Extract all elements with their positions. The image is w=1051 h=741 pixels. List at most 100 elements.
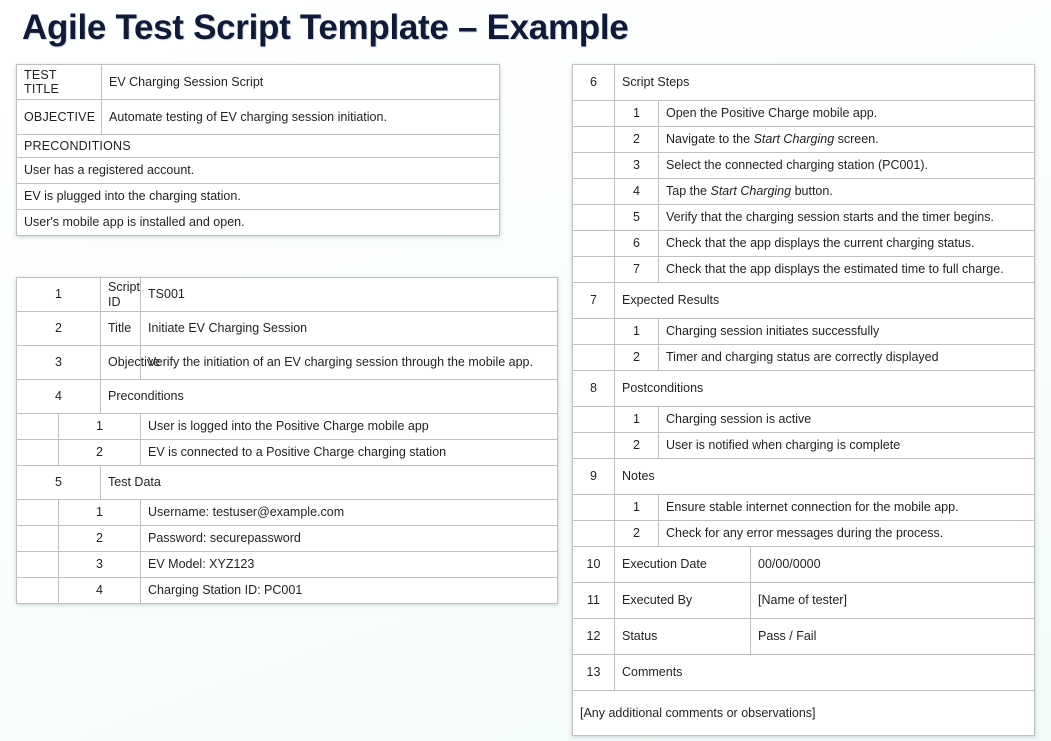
step-text-pre: Select the connected charging station (P…	[666, 158, 928, 173]
section-row-postconditions: 8 Postconditions	[572, 370, 1035, 407]
table-row: 2 Password: securepassword	[16, 525, 558, 552]
sub-row-number: 3	[614, 152, 659, 179]
section-row-preconditions: 4 Preconditions	[15, 379, 558, 414]
step-text-pre: Check that the app displays the current …	[666, 236, 975, 251]
section-number: 7	[572, 282, 615, 319]
table-row: 2 Title Initiate EV Charging Session	[15, 311, 558, 346]
comments-value[interactable]: [Any additional comments or observations…	[572, 690, 1035, 736]
row-number: 3	[15, 345, 102, 380]
step-text-pre: Navigate to the	[666, 132, 754, 147]
gray-spacer	[572, 318, 615, 345]
row-label: Title	[100, 311, 142, 346]
gray-spacer	[16, 499, 59, 526]
table-row: 2 Timer and charging status are correctl…	[572, 344, 1035, 371]
row-number: 1	[15, 277, 102, 312]
table-row-comments-body: [Any additional comments or observations…	[572, 690, 1035, 736]
table-row: 7 Check that the app displays the estima…	[572, 256, 1035, 283]
objective-label: OBJECTIVE	[16, 99, 102, 135]
table-row: 2 Navigate to the Start Charging screen.	[572, 126, 1035, 153]
gray-spacer	[16, 439, 59, 466]
table-row: 4 Charging Station ID: PC001	[16, 577, 558, 604]
section-title: Preconditions	[100, 379, 558, 414]
gray-spacer	[16, 577, 59, 604]
section-row-comments: 13 Comments	[572, 654, 1035, 691]
sub-row-number: 1	[614, 318, 659, 345]
sub-row-text: EV Model: XYZ123	[140, 551, 558, 578]
sub-row-number: 1	[614, 406, 659, 433]
row-label: Objective	[100, 345, 160, 380]
table-row: 3 Select the connected charging station …	[572, 152, 1035, 179]
table-row: 5 Verify that the charging session start…	[572, 204, 1035, 231]
gray-spacer	[572, 100, 615, 127]
row-label: Status	[614, 618, 751, 655]
section-row-notes: 9 Notes	[572, 458, 1035, 495]
test-header-table: TEST TITLE EV Charging Session Script OB…	[16, 64, 500, 236]
table-row: 1 Username: testuser@example.com	[16, 499, 558, 526]
sub-row-number: 1	[614, 100, 659, 127]
sub-row-text: Charging session initiates successfully	[658, 318, 1035, 345]
section-title: Comments	[614, 654, 1035, 691]
sub-row-number: 1	[57, 413, 142, 440]
sub-row-number: 4	[614, 178, 659, 205]
step-text-pre: Check that the app displays the estimate…	[666, 262, 1004, 277]
sub-row-number: 3	[57, 551, 142, 578]
section-number: 9	[572, 458, 615, 495]
row-number: 10	[572, 546, 615, 583]
section-title: Notes	[614, 458, 1035, 495]
sub-row-text: EV is connected to a Positive Charge cha…	[140, 439, 558, 466]
section-title: Postconditions	[614, 370, 1035, 407]
table-row: 1 Script ID TS001	[15, 277, 558, 312]
section-number: 6	[572, 64, 615, 101]
sub-row-number: 2	[614, 126, 659, 153]
row-number: 11	[572, 582, 615, 619]
table-row: 1 Ensure stable internet connection for …	[572, 494, 1035, 521]
sub-row-text: Charging session is active	[658, 406, 1035, 433]
sub-row-number: 5	[614, 204, 659, 231]
sub-row-text: Timer and charging status are correctly …	[658, 344, 1035, 371]
sub-row-text: Charging Station ID: PC001	[140, 577, 558, 604]
section-number: 5	[15, 465, 102, 500]
row-label: Execution Date	[614, 546, 751, 583]
gray-spacer	[572, 204, 615, 231]
table-row: TEST TITLE EV Charging Session Script	[16, 64, 500, 100]
sub-row-number: 6	[614, 230, 659, 257]
gray-spacer	[572, 230, 615, 257]
row-value: Verify the initiation of an EV charging …	[140, 345, 558, 380]
sub-row-text: Ensure stable internet connection for th…	[658, 494, 1035, 521]
table-row: EV is plugged into the charging station.	[16, 183, 500, 210]
sub-row-number: 1	[614, 494, 659, 521]
status-badge: Pass / Fail	[750, 618, 1035, 655]
table-row: 2 EV is connected to a Positive Charge c…	[16, 439, 558, 466]
sub-row-text: Check that the app displays the current …	[658, 230, 1035, 257]
sub-row-number: 2	[614, 344, 659, 371]
row-label: Script ID	[100, 277, 142, 312]
precondition-item: User's mobile app is installed and open.	[16, 209, 500, 236]
sub-row-number: 2	[57, 439, 142, 466]
gray-spacer	[16, 413, 59, 440]
section-row-script-steps: 6 Script Steps	[572, 64, 1035, 101]
test-title-value: EV Charging Session Script	[101, 64, 500, 100]
table-row-status: 12 Status Pass / Fail	[572, 618, 1035, 655]
table-row: 1 Charging session initiates successfull…	[572, 318, 1035, 345]
gray-spacer	[572, 178, 615, 205]
table-row-execution-date: 10 Execution Date 00/00/0000	[572, 546, 1035, 583]
table-row: User's mobile app is installed and open.	[16, 209, 500, 236]
row-number: 2	[15, 311, 102, 346]
table-row: PRECONDITIONS	[16, 134, 500, 158]
gray-spacer	[572, 256, 615, 283]
sub-row-number: 2	[614, 520, 659, 547]
row-label: Executed By	[614, 582, 751, 619]
gray-spacer	[572, 152, 615, 179]
sub-row-text: Check that the app displays the estimate…	[658, 256, 1035, 283]
step-text-post: button.	[791, 184, 833, 199]
table-row: User has a registered account.	[16, 157, 500, 184]
sub-row-text: Password: securepassword	[140, 525, 558, 552]
sub-row-text: Navigate to the Start Charging screen.	[658, 126, 1035, 153]
sub-row-number: 1	[57, 499, 142, 526]
gray-spacer	[572, 494, 615, 521]
step-text-pre: Verify that the charging session starts …	[666, 210, 994, 225]
sub-row-number: 4	[57, 577, 142, 604]
table-row: 3 EV Model: XYZ123	[16, 551, 558, 578]
table-row: 3 Objective Verify the initiation of an …	[15, 345, 558, 380]
gray-spacer	[572, 432, 615, 459]
